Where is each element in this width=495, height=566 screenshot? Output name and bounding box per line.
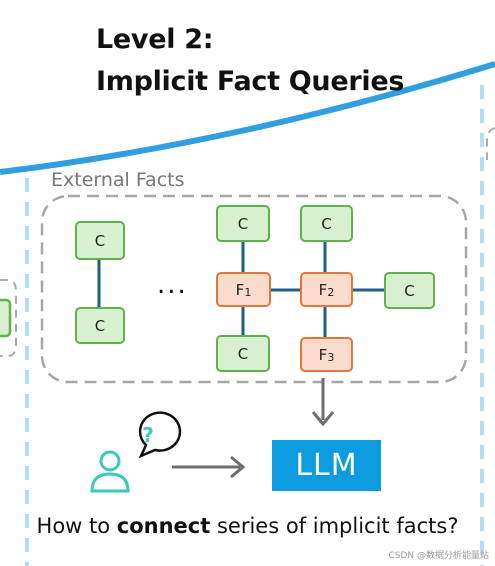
question-bubble-icon: ? [138,411,182,459]
svg-text:?: ? [142,423,154,447]
prev-panel-node [0,298,12,338]
question-after: series of implicit facts? [210,514,459,538]
llm-box: LLM [272,440,381,491]
chunk-node-f2-top: C [300,205,353,242]
chunk-node-f1-bottom: C [216,335,270,372]
question-caption: How to connect series of implicit facts? [0,514,495,538]
arrow-facts-to-llm-head [311,411,335,427]
question-before: How to [36,514,117,538]
question-bold: connect [116,514,211,538]
external-facts-container [40,194,468,384]
chunk-node-f2-right: C [384,272,435,309]
next-panel-box [486,127,495,160]
title-level: Level 2: [96,24,214,55]
prev-panel-box [0,279,17,357]
watermark: CSDN @数据分析能量站 [388,551,489,561]
external-facts-label: External Facts [51,169,185,191]
level-curve [0,61,495,175]
chunk-node-left-top: C [75,221,125,260]
ellipsis: ... [157,270,188,300]
chunk-node-left-bottom: C [75,307,125,344]
title-category: Implicit Fact Queries [96,66,405,97]
arrow-user-to-llm-head [230,455,246,479]
user-icon [90,450,130,493]
chunk-node-f1-top: C [216,205,270,242]
